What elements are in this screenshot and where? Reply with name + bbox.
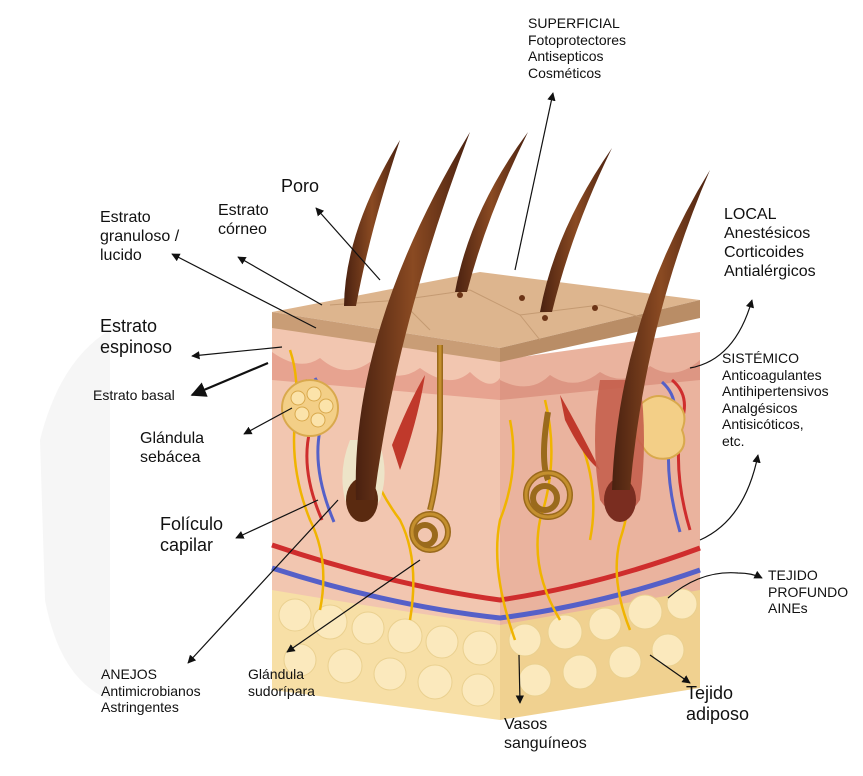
label-vasos-sanguineos: Vasos sanguíneos bbox=[504, 716, 587, 754]
label-estrato-corneo: Estrato córneo bbox=[218, 202, 269, 240]
label-tejido-profundo: TEJIDO PROFUNDO AINEs bbox=[768, 567, 848, 617]
label-poro: Poro bbox=[281, 176, 319, 197]
hair-1 bbox=[344, 140, 400, 306]
label-glandula-sudoripara: Glándula sudorípara bbox=[248, 666, 315, 699]
label-glandula-sebacea: Glándula sebácea bbox=[140, 430, 204, 468]
label-foliculo-capilar: Folículo capilar bbox=[160, 514, 223, 556]
label-anejos: ANEJOS Antimicrobianos Astringentes bbox=[101, 666, 201, 716]
sebaceous-gland-left bbox=[282, 380, 338, 436]
label-superficial: SUPERFICIAL Fotoprotectores Antisepticos… bbox=[528, 15, 626, 81]
label-estrato-basal: Estrato basal bbox=[93, 387, 175, 404]
hair-3 bbox=[455, 132, 528, 292]
label-estrato-espinoso: Estrato espinoso bbox=[100, 316, 172, 358]
label-estrato-granuloso: Estrato granuloso / lucido bbox=[100, 209, 179, 266]
label-local: LOCAL Anestésicos Corticoides Antialérgi… bbox=[724, 206, 816, 282]
label-tejido-adiposo: Tejido adiposo bbox=[686, 683, 749, 725]
label-sistemico: SISTÉMICO Anticoagulantes Antihipertensi… bbox=[722, 350, 829, 449]
background-watermark bbox=[40, 330, 110, 700]
